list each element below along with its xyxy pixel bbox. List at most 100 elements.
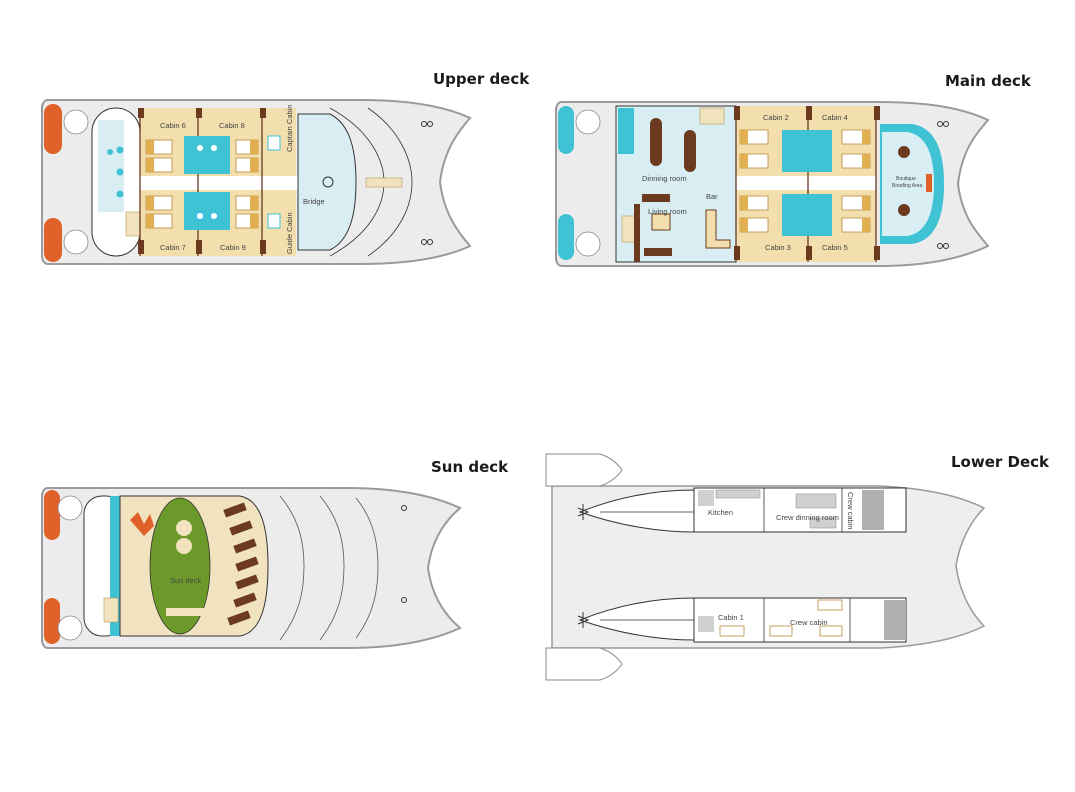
cabin-5-label: Cabin 5: [822, 243, 848, 252]
sun-lounger-icon: [233, 538, 257, 554]
main-deck: Cabin 2 Cabin 4 Cabin 3 Cabin 5 Dinning …: [555, 101, 990, 267]
door-icon: [196, 108, 202, 118]
sun-deck-label: Sun deck: [170, 576, 202, 585]
dining-room-label: Dinning room: [642, 174, 687, 183]
helm-icon: [322, 176, 334, 188]
door-icon: [874, 246, 880, 260]
cleat-icon: [943, 121, 949, 127]
spiral-stair-icon: [63, 109, 89, 135]
spiral-stair-icon: [57, 495, 83, 521]
living-room-label: Living room: [648, 207, 687, 216]
sun-lounger-icon: [233, 592, 257, 608]
wood-divider: [634, 204, 640, 262]
storage-room: [884, 600, 906, 640]
cleat-icon: [937, 243, 943, 249]
crew-dining-table: [795, 493, 837, 509]
stairs-icon: [621, 215, 637, 243]
door-icon: [138, 240, 144, 254]
spiral-stair-icon: [57, 615, 83, 641]
guide-cabin-label: Guide Cabin: [285, 212, 294, 254]
round-table-icon: [898, 146, 910, 158]
door-icon: [734, 246, 740, 260]
door-icon: [734, 106, 740, 120]
door-icon: [138, 108, 144, 118]
bathroom-icon: [184, 192, 230, 230]
cleat-icon: [401, 597, 407, 603]
briefing-area-label: Breafing Area: [892, 183, 923, 189]
cabin-8-label: Cabin 8: [219, 121, 245, 130]
bed-icon: [817, 599, 843, 611]
stairs-pool-icon: [558, 106, 574, 154]
lower-deck-title: Lower Deck: [951, 453, 1050, 471]
boutique-floor: [882, 132, 934, 236]
dining-table: [684, 130, 696, 172]
toilet-icon: [267, 135, 281, 151]
crew-cabin-bottom-label: Crew cabin: [790, 618, 828, 627]
bathroom-icon: [782, 130, 832, 172]
round-table-icon: [176, 538, 192, 554]
tender-boat-icon: [545, 647, 623, 681]
bed-icon: [819, 625, 843, 637]
sofa-icon: [644, 248, 672, 256]
storage-room: [862, 490, 884, 530]
sun-deck-lawn: [149, 497, 211, 635]
cabin-7-label: Cabin 7: [160, 243, 186, 252]
cabin-2-label: Cabin 2: [763, 113, 789, 122]
kitchen-label: Kitchen: [708, 508, 733, 517]
bridge-label: Bridge: [303, 197, 325, 206]
bow-arc: [319, 495, 345, 641]
door-icon: [196, 240, 202, 254]
main-corridor: [736, 176, 876, 190]
stairs-icon: [698, 490, 714, 506]
sun-deck: Sun deck: [41, 487, 462, 649]
cabin-9-label: Cabin 9: [220, 243, 246, 252]
toilet-room-icon: [618, 108, 634, 154]
bed-icon: [769, 625, 793, 637]
bridge-room: [297, 113, 357, 251]
spiral-stair-icon: [63, 229, 89, 255]
stairs-icon: [699, 107, 725, 125]
lifebuoy-icon: [44, 598, 60, 644]
crew-dining-room-label: Crew dinning room: [776, 513, 839, 522]
sun-lounger-icon: [235, 556, 259, 572]
upper-jacuzzi: [98, 120, 124, 212]
cabin-1-label: Cabin 1: [718, 613, 744, 622]
stool-icon: [116, 146, 124, 154]
sun-lounger-icon: [229, 520, 253, 536]
round-table-icon: [898, 204, 910, 216]
main-deck-title: Main deck: [945, 72, 1032, 90]
cabin-3-label: Cabin 3: [765, 243, 791, 252]
round-table-icon: [176, 520, 192, 536]
door-icon: [260, 240, 266, 254]
stairs-pool-icon: [558, 214, 574, 260]
stairs-icon: [365, 177, 403, 188]
stool-icon: [116, 190, 124, 198]
cleat-icon: [421, 239, 427, 245]
cabin-4-label: Cabin 4: [822, 113, 848, 122]
anchor-icon: [577, 612, 590, 628]
bow-arc: [279, 495, 305, 641]
spiral-stair-icon: [575, 109, 601, 135]
bed-icon: [719, 625, 745, 637]
bench-icon: [166, 608, 206, 616]
cleat-icon: [937, 121, 943, 127]
kitchen-counter: [715, 489, 761, 499]
bar-counter: [705, 209, 731, 249]
boutique-label: Boutique: [896, 176, 916, 182]
cleat-icon: [427, 239, 433, 245]
upper-corridor: [140, 176, 300, 190]
cabin-6-label: Cabin 6: [160, 121, 186, 130]
anchor-icon: [577, 504, 590, 520]
bathroom-icon: [184, 136, 230, 174]
stairs-icon: [125, 211, 141, 237]
cleat-icon: [421, 121, 427, 127]
sun-lounger-icon: [227, 610, 251, 626]
door-icon: [806, 106, 812, 120]
stool-icon: [107, 149, 113, 155]
lifebuoy-icon: [44, 490, 60, 540]
stairs-icon: [103, 597, 119, 623]
cleat-icon: [401, 505, 407, 511]
door-icon: [260, 108, 266, 118]
sun-deck-title: Sun deck: [431, 458, 509, 476]
sofa-icon: [642, 194, 670, 202]
